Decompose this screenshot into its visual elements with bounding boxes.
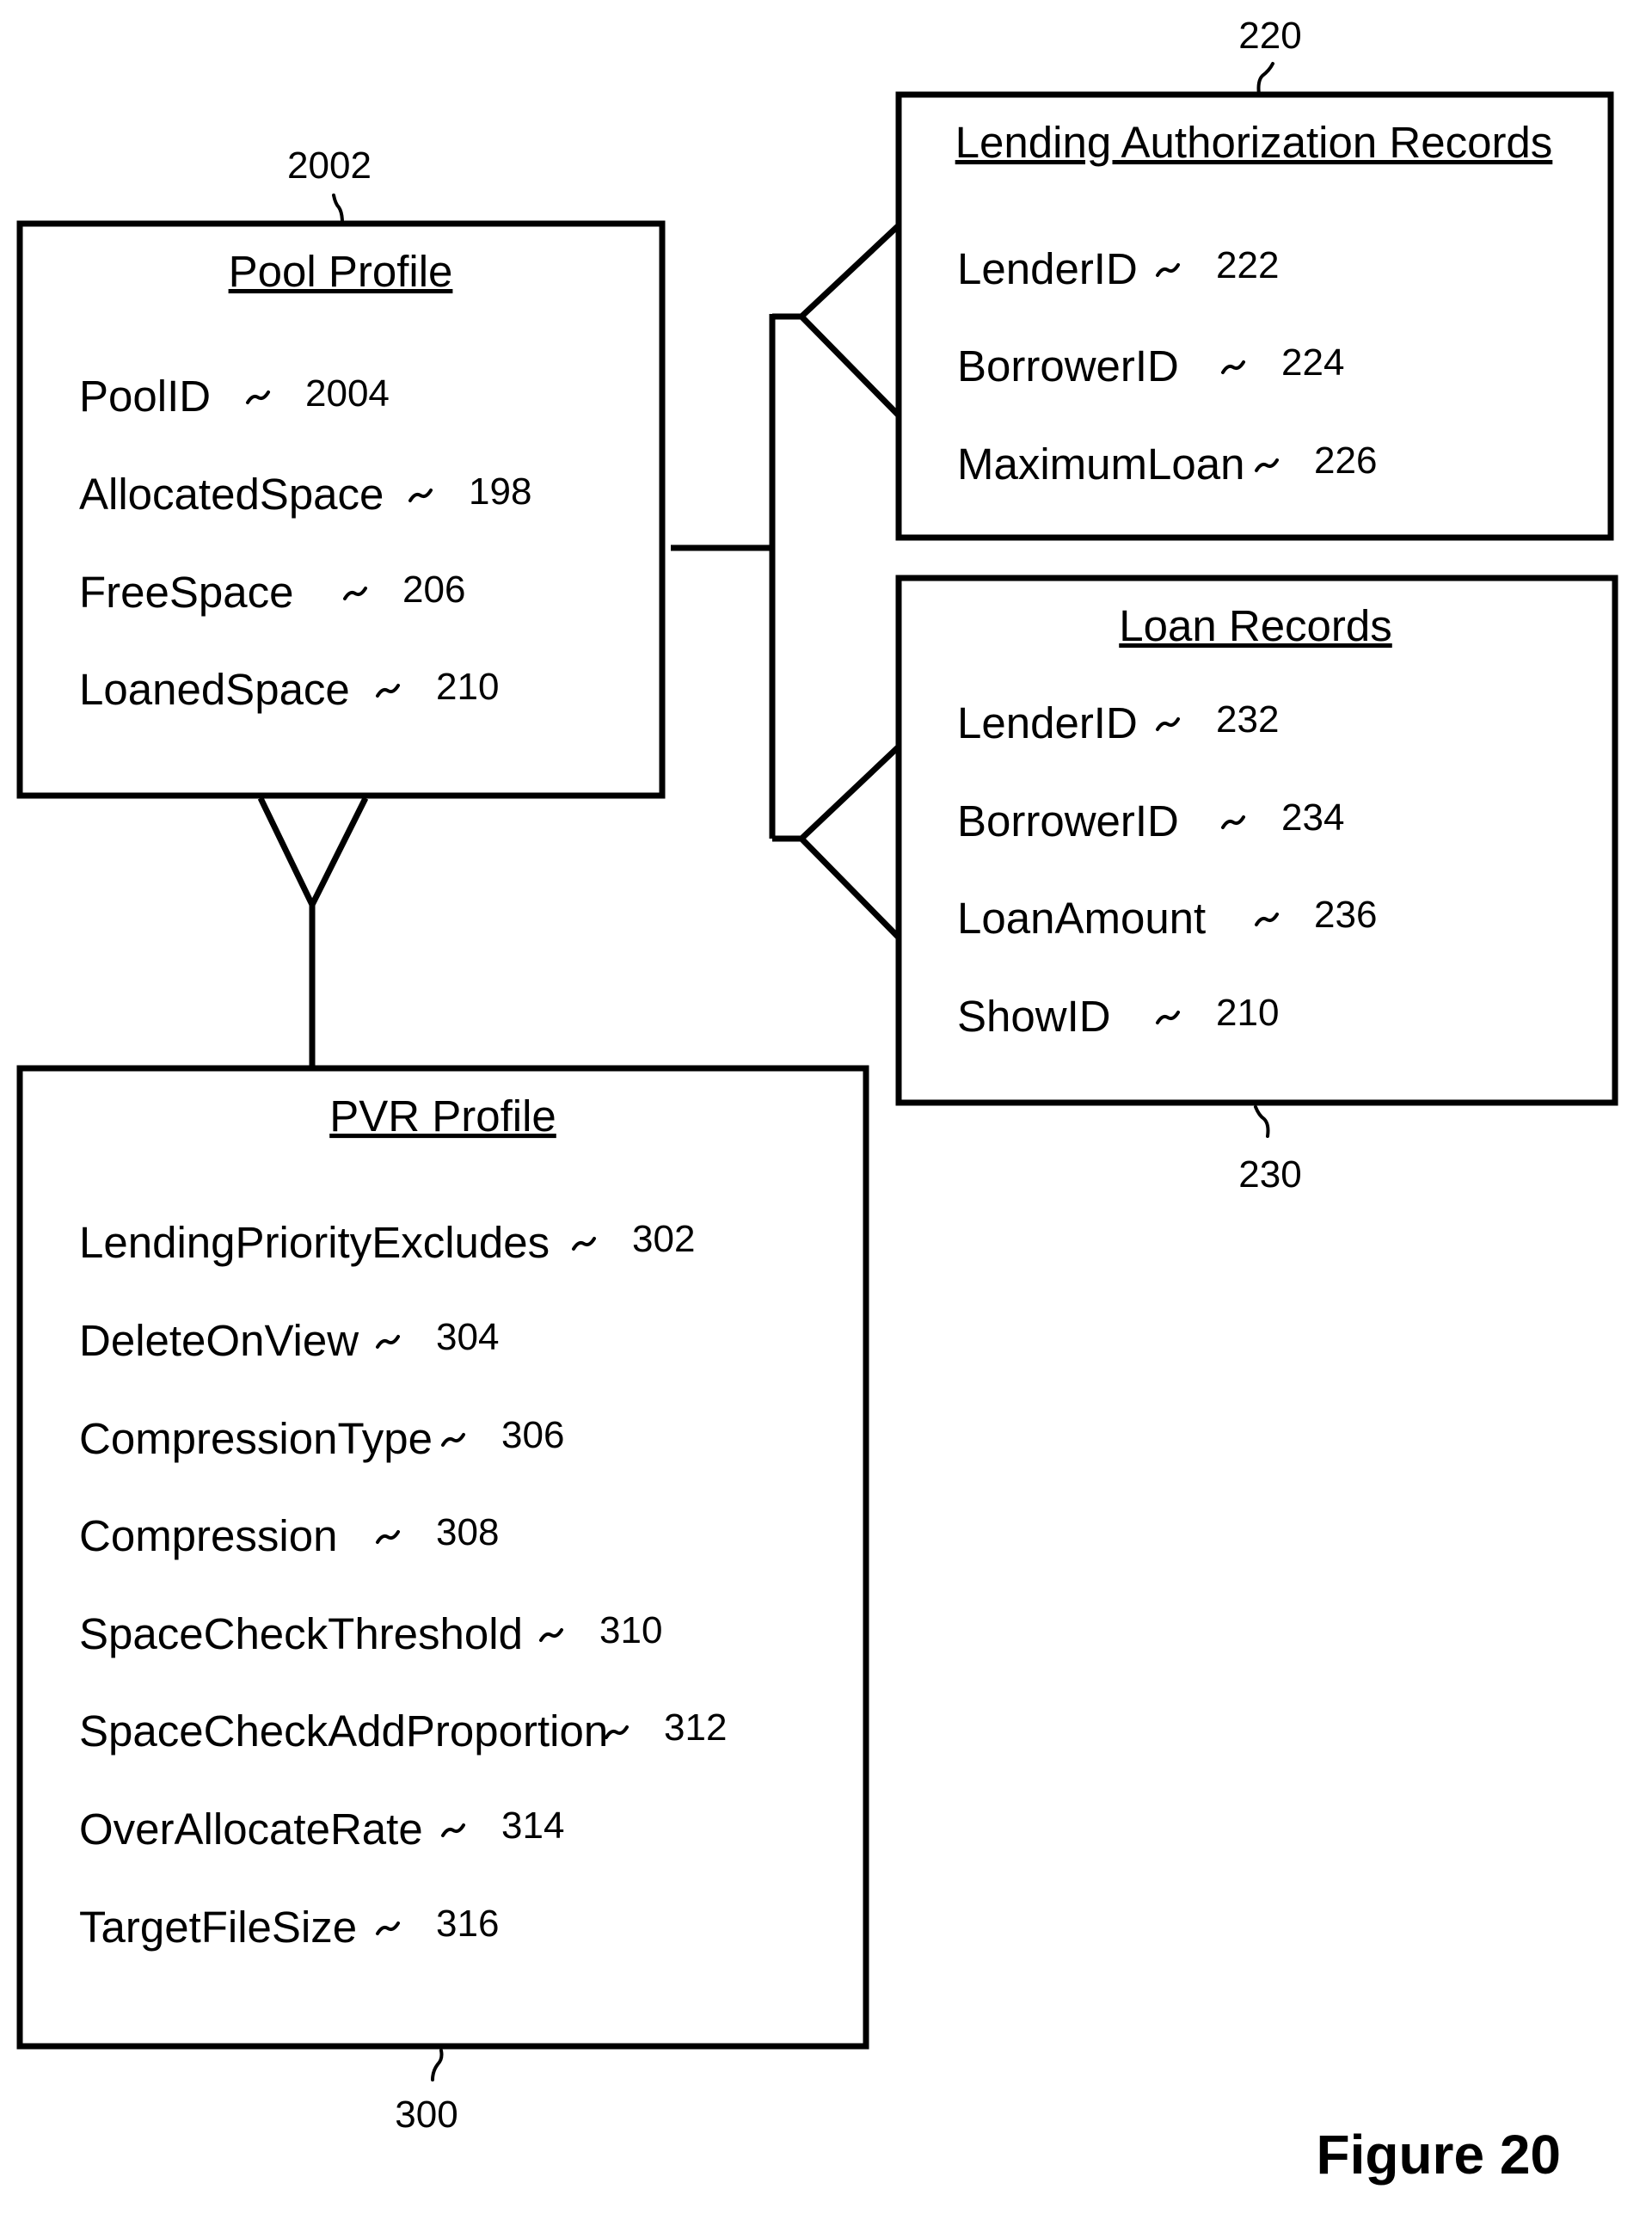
leader-squiggle bbox=[1158, 1012, 1178, 1023]
leader-squiggle bbox=[574, 1239, 594, 1249]
pool-pvr-crows-foot bbox=[261, 798, 365, 905]
pool-profile-title: Pool Profile bbox=[229, 247, 453, 296]
loan-records-crows-foot bbox=[801, 747, 899, 938]
pvr-profile-field-name: Compression bbox=[79, 1511, 337, 1560]
leader-squiggle bbox=[378, 1532, 398, 1542]
lending-authorization-crows-foot bbox=[801, 225, 899, 415]
loan-records-field-name: BorrowerID bbox=[957, 796, 1179, 845]
loan-records-ref-leader bbox=[1256, 1107, 1268, 1136]
pvr-profile-field-name: TargetFileSize bbox=[79, 1903, 357, 1952]
lending-authorization-records-ref-leader bbox=[1259, 64, 1274, 95]
loan-records-title: Loan Records bbox=[1119, 601, 1392, 650]
lending-authorization-records-field-ref: 224 bbox=[1281, 341, 1344, 384]
loan-records-entity: Loan Records LenderID 232 BorrowerID 234… bbox=[899, 578, 1615, 1196]
leader-squiggle bbox=[345, 588, 365, 599]
lending-authorization-records-entity: 220 Lending Authorization Records Lender… bbox=[899, 15, 1611, 538]
pvr-profile-field-name: LendingPriorityExcludes bbox=[79, 1218, 550, 1267]
figure-label: Figure 20 bbox=[1316, 2124, 1561, 2186]
pool-profile-field-ref: 210 bbox=[436, 666, 499, 708]
lending-authorization-records-field-name: MaximumLoan bbox=[957, 440, 1244, 489]
loan-records-field-ref: 236 bbox=[1314, 894, 1377, 936]
pvr-profile-title: PVR Profile bbox=[329, 1091, 556, 1141]
pool-profile-field-name: LoanedSpace bbox=[79, 665, 350, 714]
pvr-profile-ref: 300 bbox=[395, 2094, 458, 2136]
relationship-connectors bbox=[261, 225, 899, 1068]
pool-profile-field-ref: 206 bbox=[402, 569, 465, 611]
lending-authorization-records-field-name: LenderID bbox=[957, 244, 1138, 293]
lending-authorization-records-field-ref: 222 bbox=[1216, 244, 1279, 286]
leader-squiggle bbox=[1256, 914, 1277, 925]
pvr-profile-field-ref: 304 bbox=[436, 1316, 499, 1358]
pvr-profile-field-ref: 310 bbox=[599, 1609, 662, 1651]
lending-authorization-records-field-name: BorrowerID bbox=[957, 341, 1179, 390]
leader-squiggle bbox=[541, 1630, 562, 1640]
lending-authorization-records-field-ref: 226 bbox=[1314, 440, 1377, 482]
pool-profile-ref: 2002 bbox=[287, 144, 372, 187]
loan-records-field-name: LoanAmount bbox=[957, 894, 1206, 943]
pool-profile-field-name: FreeSpace bbox=[79, 568, 293, 617]
pvr-profile-field-ref: 312 bbox=[664, 1706, 727, 1749]
loan-records-field-ref: 234 bbox=[1281, 796, 1344, 839]
lending-authorization-records-title: Lending Authorization Records bbox=[955, 118, 1553, 167]
pvr-profile-field-name: SpaceCheckThreshold bbox=[79, 1609, 523, 1658]
pool-profile-ref-leader bbox=[334, 195, 342, 223]
leader-squiggle bbox=[1158, 265, 1178, 275]
leader-squiggle bbox=[378, 1337, 398, 1347]
leader-squiggle bbox=[606, 1727, 627, 1737]
pvr-profile-field-ref: 306 bbox=[501, 1414, 564, 1456]
pool-profile-field-name: PoolID bbox=[79, 372, 211, 421]
leader-squiggle bbox=[248, 392, 268, 403]
pvr-profile-field-name: SpaceCheckAddProportion bbox=[79, 1706, 608, 1755]
loan-records-field-ref: 232 bbox=[1216, 698, 1279, 741]
pool-profile-field-ref: 198 bbox=[469, 470, 531, 513]
leader-squiggle bbox=[1158, 719, 1178, 729]
pvr-profile-field-ref: 308 bbox=[436, 1511, 499, 1553]
leader-squiggle bbox=[1223, 817, 1244, 827]
pvr-profile-field-ref: 302 bbox=[632, 1218, 695, 1260]
leader-squiggle bbox=[443, 1435, 464, 1445]
pvr-profile-entity: PVR Profile LendingPriorityExcludes 302 … bbox=[20, 1068, 866, 2136]
leader-squiggle bbox=[378, 1923, 398, 1934]
leader-squiggle bbox=[1256, 460, 1277, 470]
pvr-profile-ref-leader bbox=[433, 2051, 442, 2080]
loan-records-field-name: ShowID bbox=[957, 992, 1111, 1041]
loan-records-ref: 230 bbox=[1238, 1153, 1301, 1196]
loan-records-field-name: LenderID bbox=[957, 698, 1138, 747]
leader-squiggle bbox=[378, 686, 398, 696]
pvr-profile-field-ref: 316 bbox=[436, 1903, 499, 1945]
pool-profile-field-name: AllocatedSpace bbox=[79, 470, 384, 519]
pvr-profile-field-name: OverAllocateRate bbox=[79, 1805, 423, 1854]
lending-authorization-records-ref: 220 bbox=[1238, 15, 1301, 57]
pvr-profile-field-ref: 314 bbox=[501, 1805, 564, 1847]
pvr-profile-field-name: DeleteOnView bbox=[79, 1316, 359, 1365]
pool-profile-entity: 2002 Pool Profile PoolID 2004 AllocatedS… bbox=[20, 144, 662, 796]
pool-profile-field-ref: 2004 bbox=[305, 372, 390, 415]
pvr-profile-field-name: CompressionType bbox=[79, 1414, 433, 1463]
leader-squiggle bbox=[443, 1825, 464, 1835]
loan-records-field-ref: 210 bbox=[1216, 992, 1279, 1034]
leader-squiggle bbox=[1223, 362, 1244, 372]
leader-squiggle bbox=[410, 490, 431, 501]
